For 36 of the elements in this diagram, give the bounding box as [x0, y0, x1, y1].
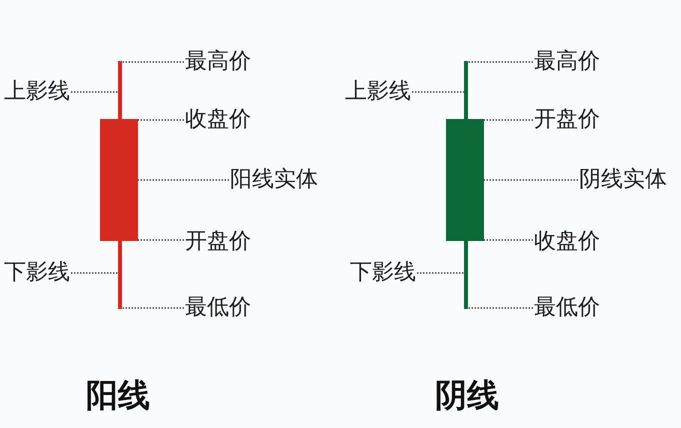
leader-line: [484, 239, 533, 241]
price-label: 最高价: [185, 49, 251, 75]
wick-label: 上影线: [345, 79, 411, 105]
leader-line: [412, 91, 464, 93]
leader-line: [468, 61, 533, 63]
price-label: 最低价: [534, 295, 600, 321]
wick-label: 上影线: [4, 79, 70, 105]
candle-caption: 阳线: [86, 376, 150, 414]
price-label: 收盘价: [534, 229, 600, 255]
price-label: 收盘价: [185, 107, 251, 133]
upper-wick: [464, 61, 468, 119]
leader-line: [468, 307, 533, 309]
price-label: 开盘价: [534, 107, 600, 133]
leader-line: [484, 119, 533, 121]
leader-line: [71, 272, 118, 274]
price-label: 最低价: [185, 295, 251, 321]
candle-caption: 阴线: [435, 376, 499, 414]
wick-label: 下影线: [4, 260, 70, 286]
leader-line: [417, 272, 464, 274]
leader-line: [71, 91, 118, 93]
candle-body: [100, 119, 138, 241]
price-label: 开盘价: [185, 229, 251, 255]
leader-line: [138, 119, 184, 121]
upper-wick: [118, 61, 122, 119]
leader-line: [138, 239, 184, 241]
body-label: 阴线实体: [579, 167, 667, 193]
leader-line: [484, 179, 578, 181]
candle-body: [446, 119, 484, 241]
body-label: 阳线实体: [230, 167, 318, 193]
price-label: 最高价: [534, 49, 600, 75]
lower-wick: [118, 241, 122, 309]
lower-wick: [464, 241, 468, 309]
wick-label: 下影线: [350, 260, 416, 286]
leader-line: [138, 179, 229, 181]
leader-line: [122, 307, 184, 309]
leader-line: [122, 61, 184, 63]
